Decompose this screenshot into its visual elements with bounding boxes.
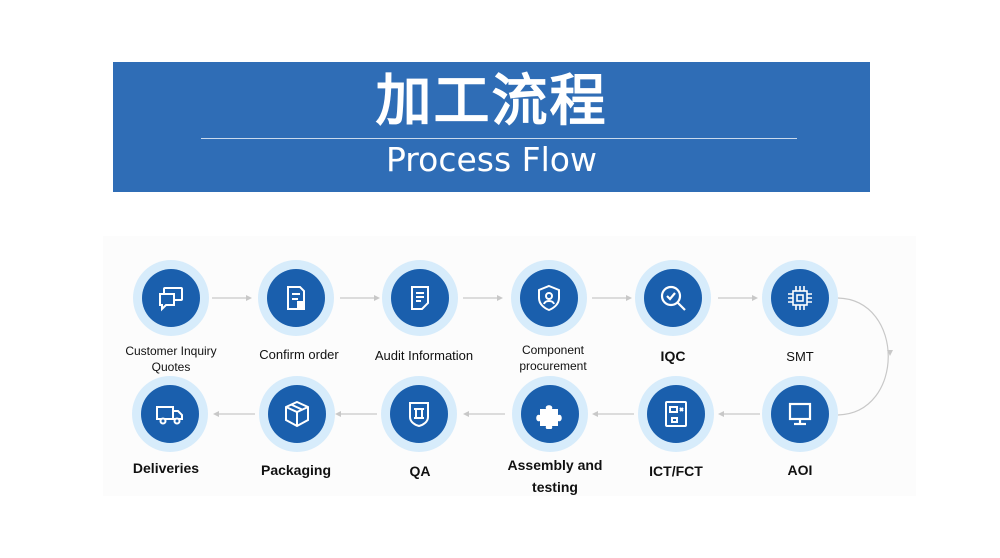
step-smt <box>762 260 838 336</box>
step-assembly-testing <box>512 376 588 452</box>
step-label-audit-information: Audit Information <box>374 348 474 363</box>
step-deliveries <box>132 376 208 452</box>
title-banner: 加工流程 Process Flow <box>113 62 870 192</box>
step-label-iqc: IQC <box>660 348 686 364</box>
step-customer-inquiry <box>133 260 209 336</box>
step-packaging <box>259 376 335 452</box>
step-label-assembly-testing: Assembly and testing <box>507 457 603 495</box>
test-fixture-icon <box>665 401 687 427</box>
step-component-procurement <box>511 260 587 336</box>
step-label-qa: QA <box>409 463 431 479</box>
banner-divider <box>201 138 797 139</box>
banner-title: 加工流程 <box>375 69 608 134</box>
shield-user-icon <box>538 284 560 312</box>
magnifier-check-icon <box>660 285 686 311</box>
step-audit-information <box>382 260 458 336</box>
banner-subtitle: Process Flow <box>385 140 597 179</box>
document-check-icon <box>287 286 305 310</box>
step-label-packaging: Packaging <box>260 462 332 478</box>
step-label-ict-fct: ICT/FCT <box>649 463 703 479</box>
chip-icon <box>788 286 812 310</box>
step-label-confirm-order: Confirm order <box>259 347 339 362</box>
monitor-icon <box>788 402 812 426</box>
step-confirm-order <box>258 260 334 336</box>
step-label-smt: SMT <box>786 349 814 364</box>
step-ict-fct <box>638 376 714 452</box>
quality-badge-icon <box>409 402 429 428</box>
document-lines-icon <box>411 286 429 310</box>
puzzle-icon <box>536 405 562 429</box>
chat-bubbles-icon <box>159 287 183 312</box>
step-label-component-procurement: Component procurement <box>519 343 587 373</box>
truck-icon <box>156 406 183 425</box>
step-aoi <box>762 376 838 452</box>
step-label-customer-inquiry: Customer Inquiry Quotes <box>125 344 217 374</box>
step-qa <box>381 376 457 452</box>
step-label-aoi: AOI <box>787 462 813 478</box>
step-label-deliveries: Deliveries <box>132 460 200 476</box>
box-icon <box>285 400 309 428</box>
step-iqc <box>635 260 711 336</box>
